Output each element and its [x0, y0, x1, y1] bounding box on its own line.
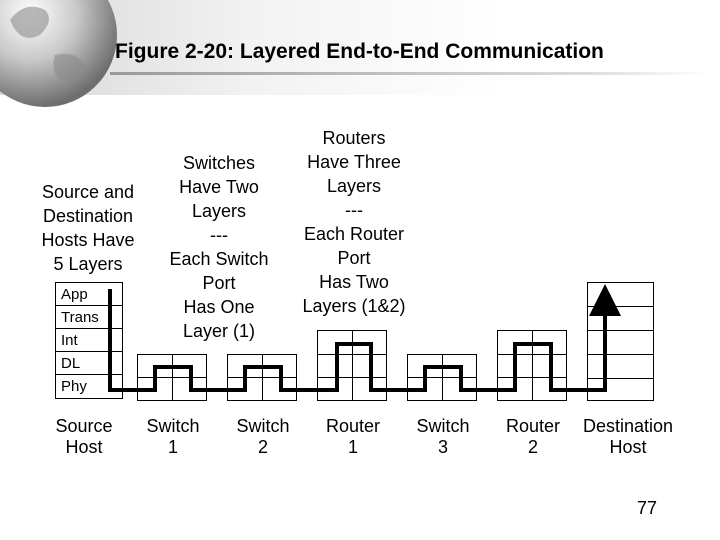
slide-title: Figure 2-20: Layered End-to-End Communic… — [115, 40, 604, 63]
page-number: 77 — [637, 498, 658, 518]
switch-2-box — [227, 354, 297, 401]
layer-trans: Trans — [56, 306, 122, 329]
layer-phy: Phy — [61, 378, 87, 395]
layer-dl: DL — [56, 352, 122, 375]
router-1-box — [317, 330, 387, 401]
source-host-stack: App Trans Int DL Phy — [55, 282, 123, 399]
globe-icon — [0, 0, 117, 107]
layer-int: Int — [56, 329, 122, 352]
title-underline — [110, 72, 710, 75]
switch-1-box — [137, 354, 207, 401]
router-2-box — [497, 330, 567, 401]
switch-3-box — [407, 354, 477, 401]
layer-app: App — [56, 283, 122, 306]
header-band — [0, 0, 720, 95]
